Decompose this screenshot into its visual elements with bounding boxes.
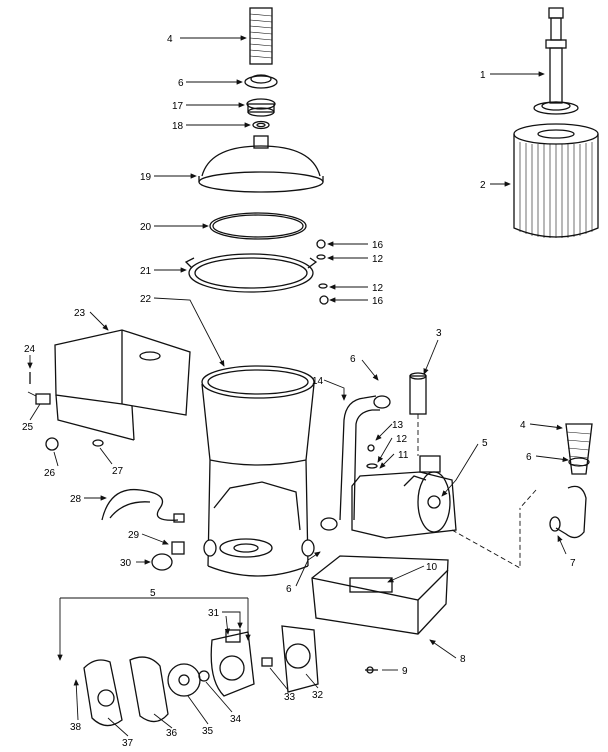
callout-23: 23 — [74, 308, 86, 319]
part-impeller — [167, 663, 201, 697]
callout-16-top: 16 — [372, 240, 384, 251]
callout-32: 32 — [312, 690, 324, 701]
part-drain-fittings — [151, 541, 185, 571]
part-pump-plate — [281, 625, 319, 693]
part-filter-tank — [201, 365, 315, 577]
callout-12-mid: 12 — [372, 283, 384, 294]
part-power-cord — [101, 488, 185, 523]
callout-27: 27 — [112, 466, 124, 477]
callout-3: 3 — [436, 328, 442, 339]
part-hose-top — [249, 7, 273, 65]
callout-numbers: 4 6 17 18 19 20 21 22 1 2 16 12 12 16 23… — [22, 34, 576, 749]
leader-lines — [27, 35, 569, 737]
part-screw-9 — [365, 666, 378, 674]
callout-16-bottom: 16 — [372, 296, 384, 307]
part-hose-pump — [320, 395, 391, 531]
callout-6-right: 6 — [526, 452, 532, 463]
callout-10: 10 — [426, 562, 438, 573]
callout-9: 9 — [402, 666, 408, 677]
callout-7: 7 — [570, 558, 576, 569]
callout-13: 13 — [392, 420, 404, 431]
callout-38: 38 — [70, 722, 82, 733]
part-pump-housing-rear — [210, 629, 255, 697]
callout-6-pump: 6 — [350, 354, 356, 365]
callout-35: 35 — [202, 726, 214, 737]
callout-29: 29 — [128, 530, 140, 541]
part-pipe-3 — [409, 372, 427, 415]
callout-6-top: 6 — [178, 78, 184, 89]
part-clamp-top — [244, 74, 278, 89]
part-fasteners-right — [316, 239, 329, 305]
part-seal — [198, 670, 210, 682]
callout-19: 19 — [140, 172, 152, 183]
callout-6-bottom: 6 — [286, 584, 292, 595]
callout-33: 33 — [284, 692, 296, 703]
callout-20: 20 — [140, 222, 152, 233]
callout-11: 11 — [398, 450, 409, 461]
part-filter-cartridge — [513, 123, 599, 238]
callout-30: 30 — [120, 558, 132, 569]
callout-34: 34 — [230, 714, 242, 725]
part-base — [311, 555, 449, 635]
part-gasket — [129, 656, 169, 723]
callout-22: 22 — [140, 294, 152, 305]
part-pump-fasteners — [366, 444, 378, 469]
callout-36: 36 — [166, 728, 178, 739]
callout-28: 28 — [70, 494, 82, 505]
callout-24: 24 — [24, 344, 36, 355]
callout-14: 14 — [312, 376, 324, 387]
callout-12-top: 12 — [372, 254, 384, 265]
callout-1: 1 — [480, 70, 486, 81]
part-cover-hardware — [29, 372, 104, 451]
part-pump-housing-front — [83, 659, 123, 727]
callout-26: 26 — [44, 468, 56, 479]
callout-4-right: 4 — [520, 420, 526, 431]
part-pin — [261, 657, 273, 667]
part-motor-cover — [54, 329, 191, 441]
callout-5-pump: 5 — [482, 438, 488, 449]
callout-12-pump: 12 — [396, 434, 408, 445]
callout-25: 25 — [22, 422, 34, 433]
callout-21: 21 — [140, 266, 152, 277]
part-filter-tube — [533, 7, 579, 115]
callout-8: 8 — [460, 654, 466, 665]
part-pump-motor — [351, 455, 457, 539]
callout-5-bottom: 5 — [150, 588, 156, 599]
callout-4-top: 4 — [167, 34, 173, 45]
callout-17: 17 — [172, 101, 184, 112]
callout-18: 18 — [172, 121, 184, 132]
part-lid-o-ring — [209, 212, 307, 240]
callout-37: 37 — [122, 738, 134, 749]
part-clamp-ring — [184, 253, 318, 293]
part-adapter — [246, 98, 276, 117]
part-filter-lid — [198, 135, 324, 193]
part-o-ring-small — [252, 120, 270, 130]
callout-31: 31 — [208, 608, 220, 619]
callout-2: 2 — [480, 180, 486, 191]
assembly-dashed-lines — [417, 414, 537, 569]
part-hose-right — [549, 423, 593, 539]
